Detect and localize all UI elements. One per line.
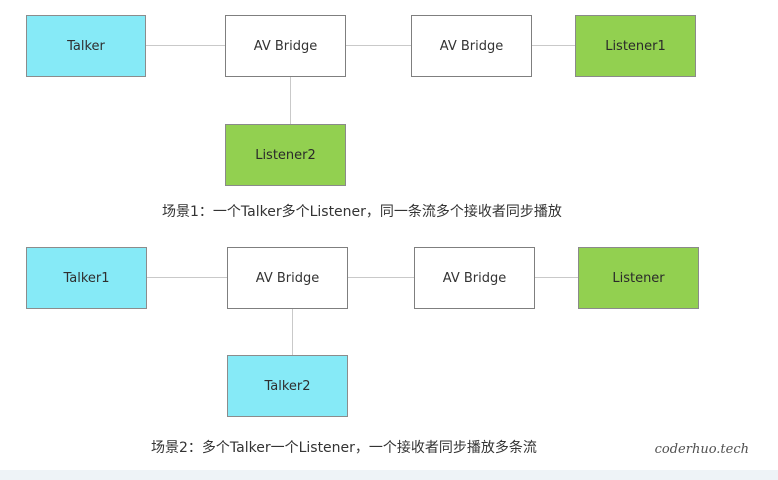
connector-bridge2-listener bbox=[535, 277, 579, 278]
connector-bridge1-talker2 bbox=[292, 308, 293, 356]
listener-label: Listener bbox=[612, 270, 665, 286]
av-bridge-node-1: AV Bridge bbox=[225, 15, 346, 77]
connector-bridge1-bridge2 bbox=[345, 45, 412, 46]
watermark: coderhuo.tech bbox=[654, 442, 749, 457]
talker1-node: Talker1 bbox=[26, 247, 147, 309]
connector-bridge1-bridge2 bbox=[348, 277, 415, 278]
scenario1-caption: 场景1：一个Talker多个Listener，同一条流多个接收者同步播放 bbox=[162, 204, 562, 220]
listener1-label: Listener1 bbox=[605, 38, 666, 54]
av-bridge-label: AV Bridge bbox=[255, 270, 320, 286]
connector-talker1-bridge1 bbox=[147, 277, 227, 278]
talker1-label: Talker1 bbox=[63, 270, 110, 286]
av-bridge-label: AV Bridge bbox=[442, 270, 507, 286]
connector-bridge1-listener2 bbox=[290, 76, 291, 124]
listener2-label: Listener2 bbox=[255, 147, 316, 163]
av-bridge-node-4: AV Bridge bbox=[414, 247, 535, 309]
av-bridge-label: AV Bridge bbox=[439, 38, 504, 54]
av-bridge-label: AV Bridge bbox=[253, 38, 318, 54]
talker-label: Talker bbox=[67, 38, 105, 54]
connector-bridge2-listener1 bbox=[531, 45, 576, 46]
bottom-band bbox=[0, 470, 778, 480]
talker2-node: Talker2 bbox=[227, 355, 348, 417]
talker2-label: Talker2 bbox=[264, 378, 311, 394]
av-bridge-node-2: AV Bridge bbox=[411, 15, 532, 77]
listener1-node: Listener1 bbox=[575, 15, 696, 77]
connector-talker-bridge1 bbox=[146, 45, 226, 46]
listener-node: Listener bbox=[578, 247, 699, 309]
listener2-node: Listener2 bbox=[225, 124, 346, 186]
av-bridge-node-3: AV Bridge bbox=[227, 247, 348, 309]
scenario2-caption: 场景2：多个Talker一个Listener，一个接收者同步播放多条流 bbox=[151, 440, 537, 456]
talker-node: Talker bbox=[26, 15, 146, 77]
